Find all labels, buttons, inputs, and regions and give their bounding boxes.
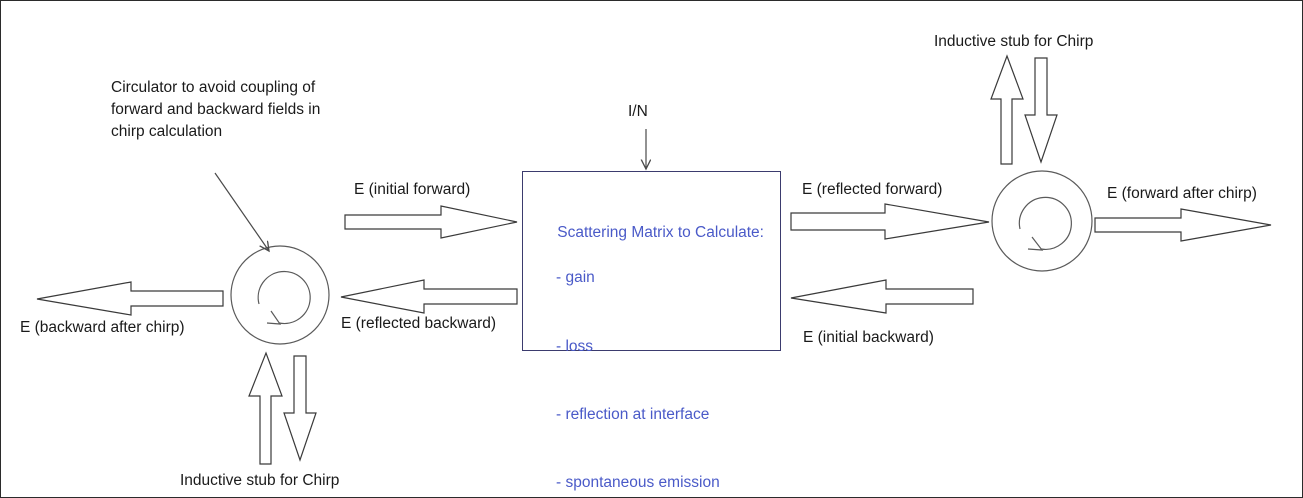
label-backward-after-chirp: E (backward after chirp) (20, 319, 185, 336)
label-initial-forward: E (initial forward) (354, 181, 471, 198)
scattering-matrix-item-gain: - gain (556, 269, 595, 287)
scattering-matrix-item-reflection: - reflection at interface (556, 406, 710, 424)
label-forward-after-chirp: E (forward after chirp) (1107, 185, 1257, 202)
arrow-initial-backward (790, 279, 974, 314)
circulator-right-icon (991, 170, 1093, 272)
arrow-backward-after-chirp (36, 281, 224, 316)
arrow-forward-after-chirp (1094, 208, 1272, 242)
stub-arrow-up-bottom-left (248, 351, 283, 465)
circulator-note-pointer (214, 172, 269, 251)
label-reflected-forward: E (reflected forward) (802, 181, 943, 198)
label-reflected-backward: E (reflected backward) (341, 315, 497, 332)
scattering-matrix-text: Scattering Matrix to Calculate: - gain -… (540, 199, 790, 497)
label-stub-top-right: Inductive stub for Chirp (934, 33, 1094, 50)
circulator-left-icon (230, 245, 330, 345)
stub-arrow-down-bottom-left (283, 355, 317, 462)
scattering-matrix-block (522, 171, 781, 351)
stub-arrow-down-top-right (1024, 57, 1058, 164)
scattering-matrix-heading: Scattering Matrix to Calculate: (557, 223, 764, 241)
arrow-reflected-forward (790, 203, 990, 240)
scattering-matrix-item-loss: - loss (556, 337, 594, 355)
arrow-reflected-backward (340, 279, 518, 314)
scattering-matrix-item-spontaneous: - spontaneous emission (556, 474, 720, 492)
label-initial-backward: E (initial backward) (803, 329, 934, 346)
label-stub-bottom-left: Inductive stub for Chirp (180, 472, 340, 489)
arrow-initial-forward (344, 205, 518, 239)
circulator-note-label: Circulator to avoid coupling of forward … (111, 79, 321, 140)
injection-current-label: I/N (628, 103, 648, 120)
stub-arrow-up-top-right (990, 54, 1024, 165)
